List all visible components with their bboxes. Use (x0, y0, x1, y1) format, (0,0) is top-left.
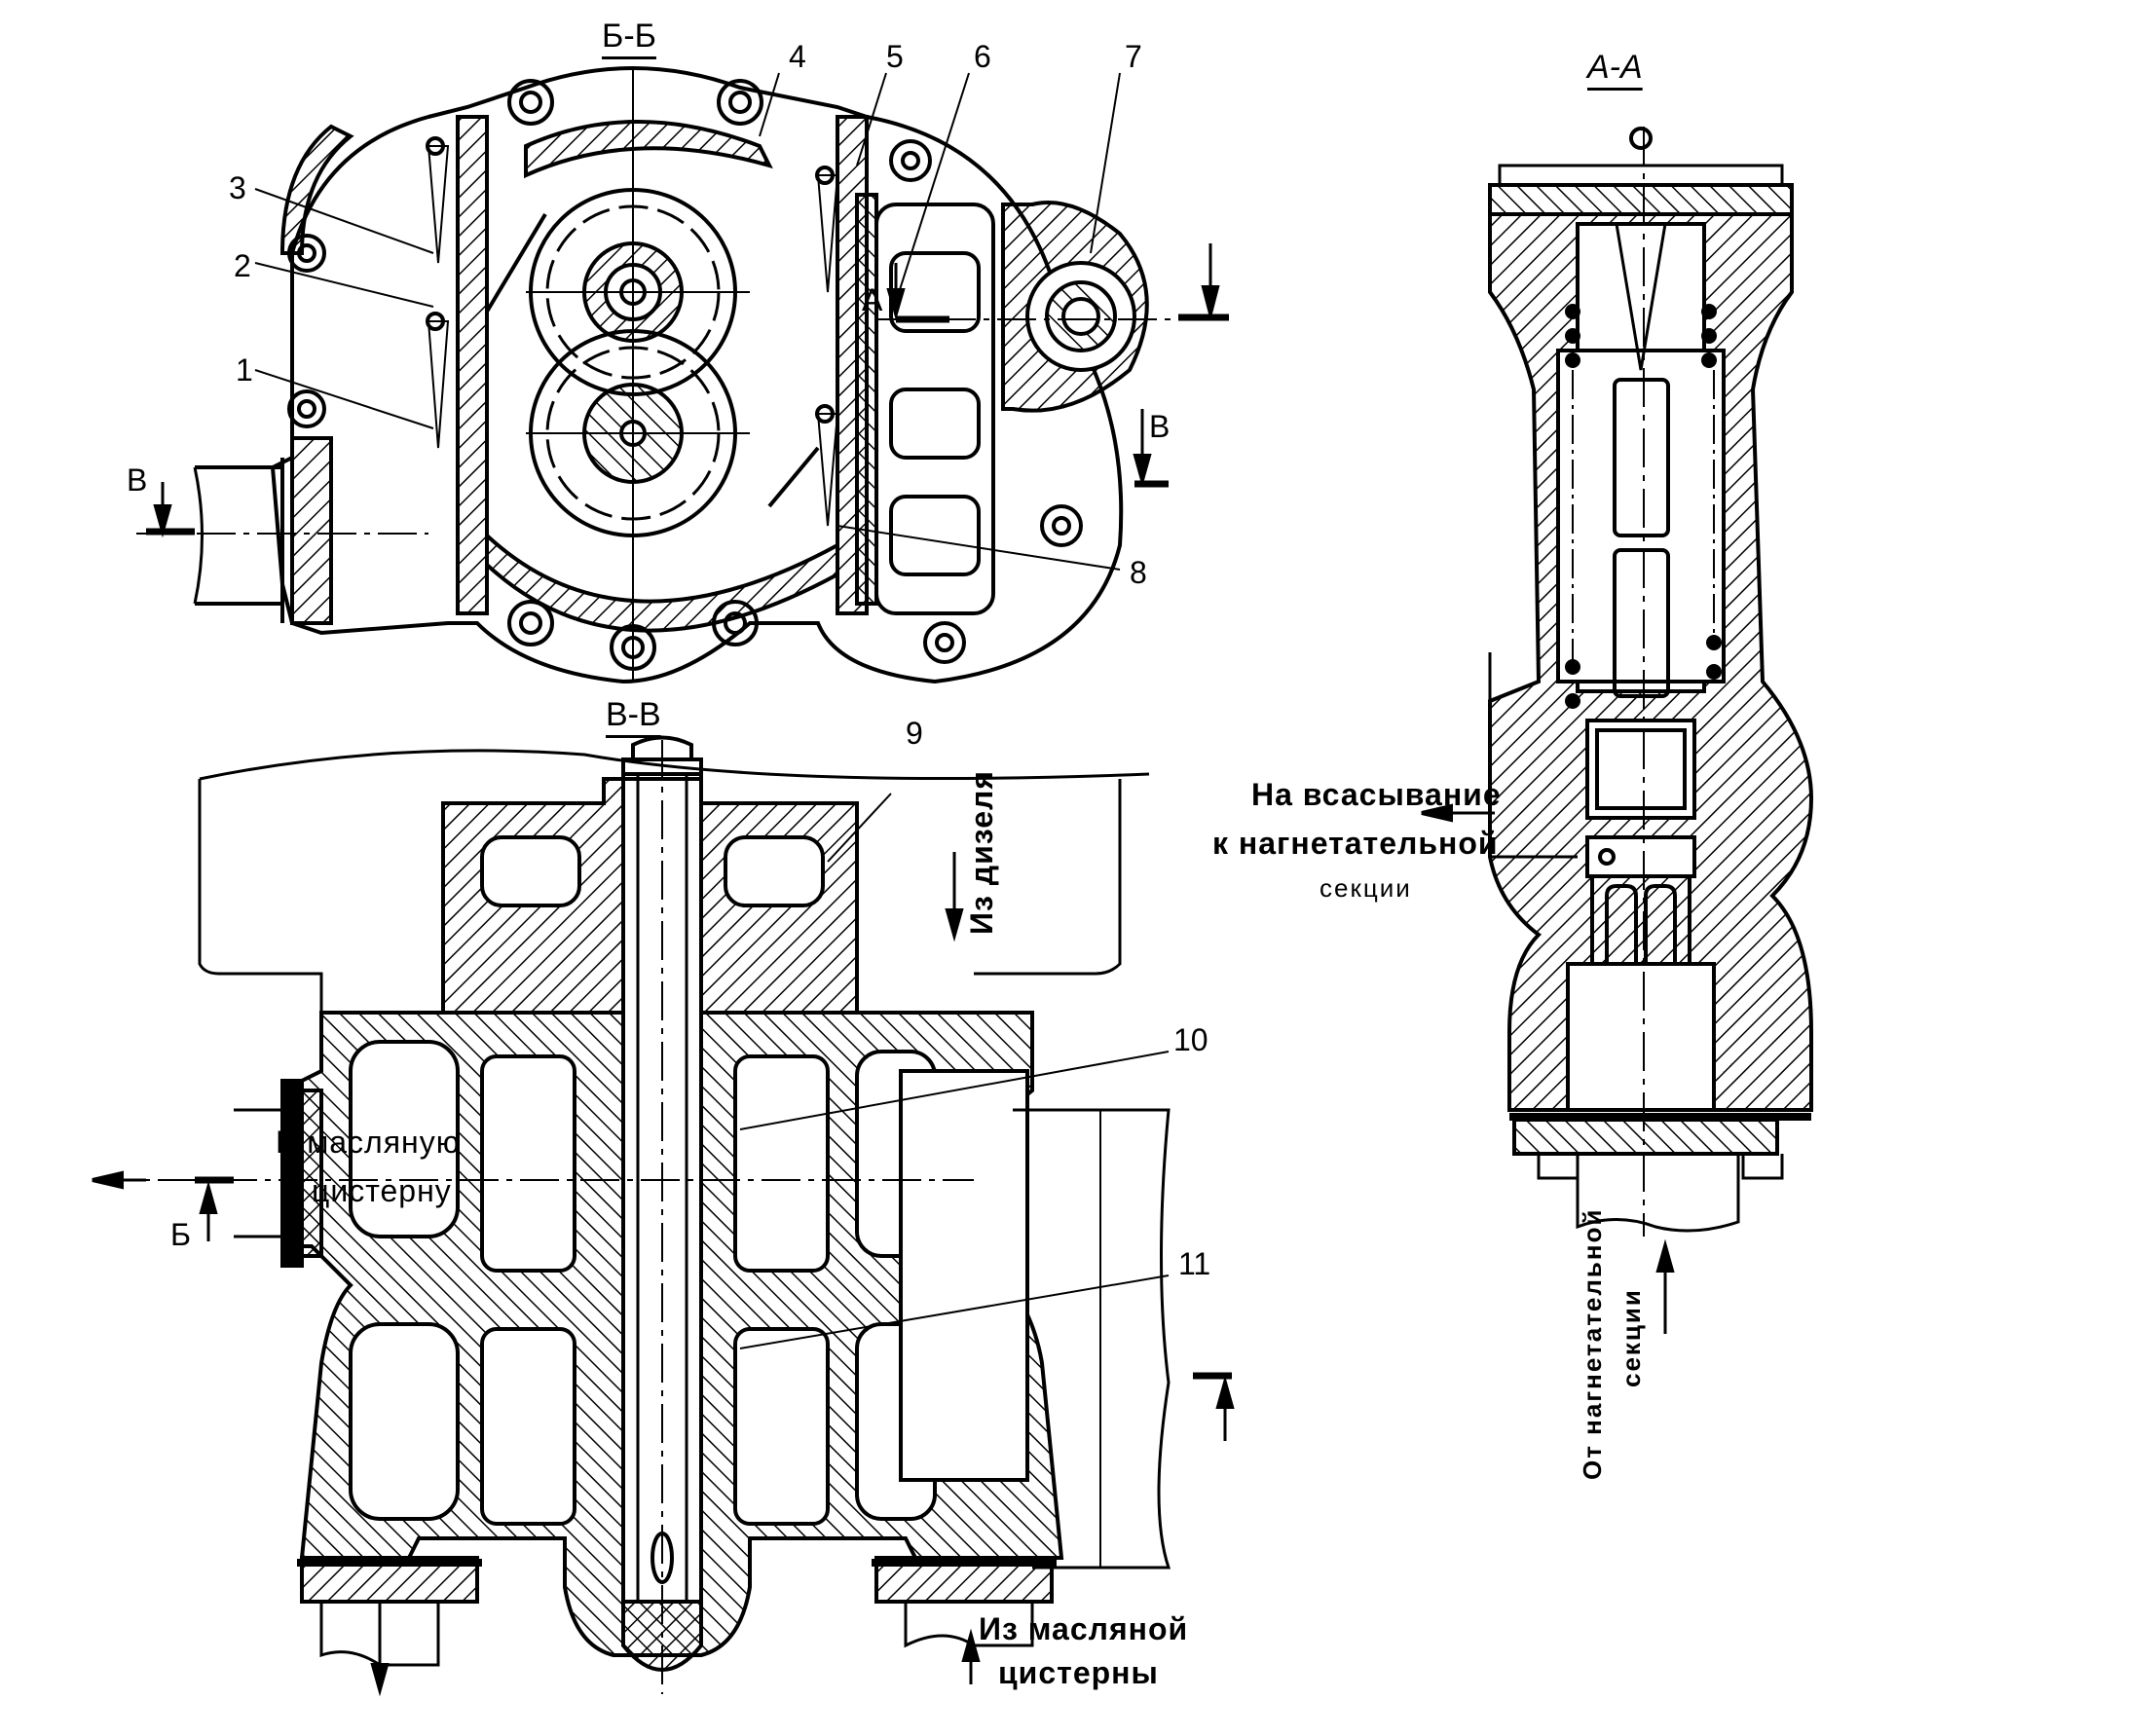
part-number-5: 5 (886, 39, 904, 74)
section-title-bb: Б-Б (602, 18, 656, 55)
label-from-pressure-2: секции (1617, 1288, 1646, 1387)
cut-marker-v-left: В (127, 462, 148, 498)
section-title-aa: А-А (1587, 49, 1643, 86)
part-number-7: 7 (1125, 39, 1142, 74)
part-number-6: 6 (974, 39, 991, 74)
part-number-11: 11 (1178, 1246, 1211, 1281)
part-number-9: 9 (906, 716, 923, 751)
section-title-vv: В-В (606, 696, 661, 733)
label-from-tank-2: цистерны (998, 1655, 1159, 1690)
leader-lines-top (254, 72, 1121, 571)
part-number-8: 8 (1130, 555, 1147, 590)
part-number-2: 2 (234, 248, 251, 283)
label-from-pressure-1: От нагнетательной (1578, 1207, 1607, 1480)
part-number-10: 10 (1173, 1022, 1208, 1057)
label-to-tank-1: В масляную (276, 1125, 461, 1160)
section-aa-view (1421, 127, 1814, 1334)
cut-marker-b: Б (170, 1217, 191, 1252)
section-vv-view (92, 735, 1235, 1697)
label-to-tank-2: цистерну (312, 1173, 452, 1208)
cut-marker-a: А (862, 282, 883, 317)
label-from-diesel: Из дизеля (964, 769, 999, 935)
label-to-suction-3: секции (1320, 873, 1412, 903)
label-from-tank-1: Из масляной (979, 1611, 1189, 1646)
cut-marker-v-right: В (1149, 409, 1171, 444)
part-number-3: 3 (229, 170, 246, 205)
section-bb-view (136, 66, 1229, 684)
label-to-suction-1: На всасывание (1251, 777, 1502, 812)
part-number-1: 1 (236, 352, 253, 388)
leader-lines-bottom (739, 793, 1170, 1349)
part-number-4: 4 (789, 39, 806, 74)
label-to-suction-2: к нагнетательной (1212, 826, 1499, 861)
